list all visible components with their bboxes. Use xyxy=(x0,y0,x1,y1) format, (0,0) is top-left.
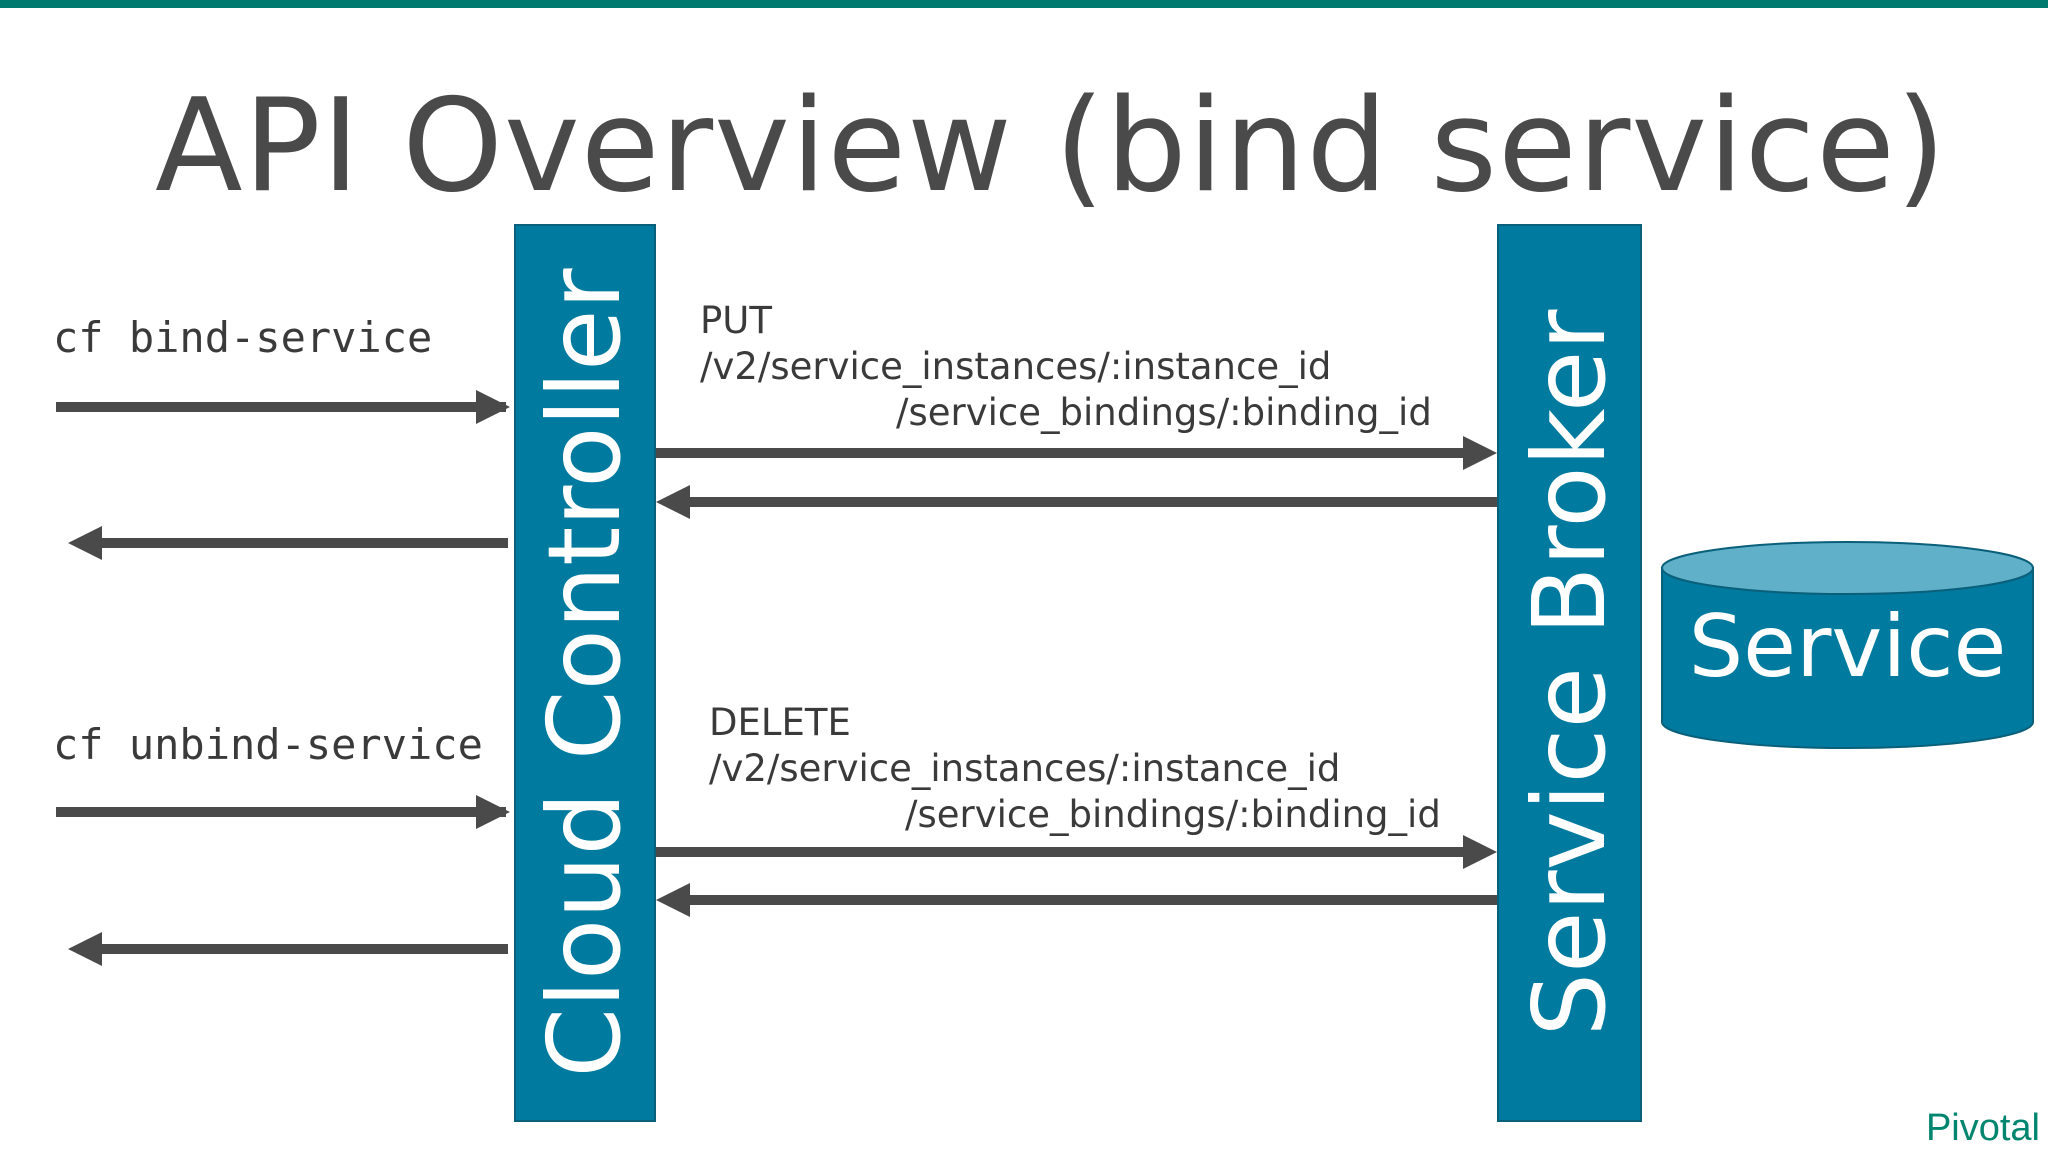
bind-request-arrow xyxy=(56,390,510,424)
service-database-icon xyxy=(1661,541,2034,750)
delete-response-arrow xyxy=(656,883,1497,917)
bind-response-arrow xyxy=(68,526,508,560)
slide-title: API Overview (bind service) xyxy=(155,72,1947,221)
unbind-response-arrow xyxy=(68,932,508,966)
put-path-line2: /service_bindings/:binding_id xyxy=(896,391,1432,434)
delete-method: DELETE xyxy=(709,701,851,744)
unbind-request-arrow xyxy=(56,795,510,829)
delete-request-label: DELETE /v2/service_instances/:instance_i… xyxy=(709,700,1441,838)
put-request-arrow xyxy=(656,436,1497,470)
top-accent-bar xyxy=(0,0,2048,8)
service-label: Service xyxy=(1688,597,2007,697)
put-request-label: PUT /v2/service_instances/:instance_id /… xyxy=(700,298,1432,436)
delete-path-line2: /service_bindings/:binding_id xyxy=(905,793,1441,836)
put-path-line1: /v2/service_instances/:instance_id xyxy=(700,345,1332,388)
unbind-service-command: cf unbind-service xyxy=(53,720,483,769)
delete-path-line1: /v2/service_instances/:instance_id xyxy=(709,747,1341,790)
service-broker-lane: Service Broker xyxy=(1497,224,1642,1122)
put-method: PUT xyxy=(700,299,772,342)
pivotal-logo: Pivotal xyxy=(1925,1107,2040,1150)
cloud-controller-lane: Cloud Controller xyxy=(514,224,656,1122)
bind-service-command: cf bind-service xyxy=(53,313,433,362)
delete-request-arrow xyxy=(656,835,1497,869)
put-response-arrow xyxy=(656,485,1497,519)
